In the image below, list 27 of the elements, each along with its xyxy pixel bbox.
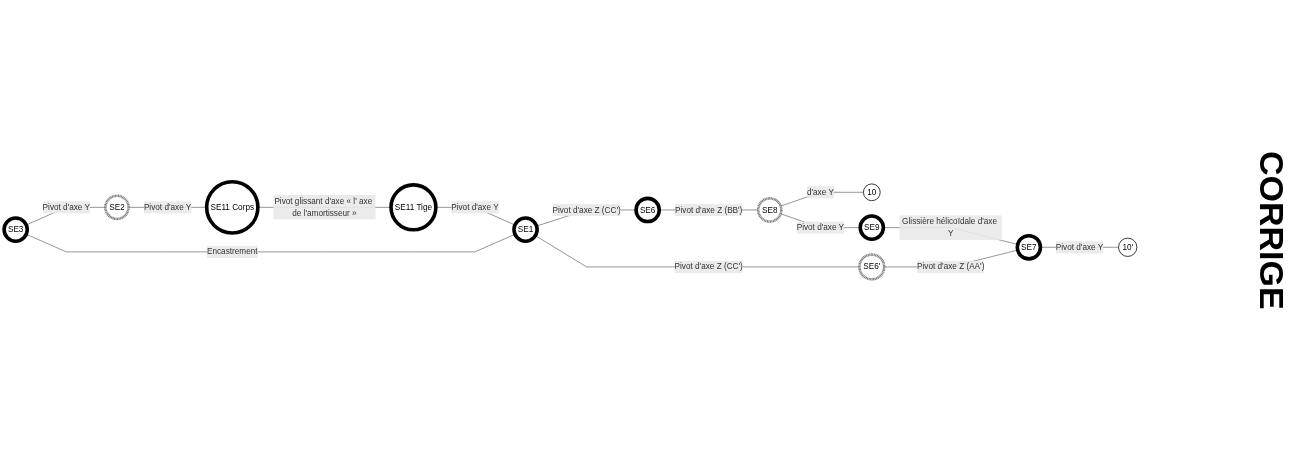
edge-label: Pivot d'axe Z (CC') [674,262,743,272]
edge-label: Pivot d'axe Y [1055,242,1104,252]
edge-label: Pivot d'axe Y [796,223,845,232]
node-circle: SE11 Tige [389,183,438,232]
edge-label: Pivot d'axe Z (AA') [917,262,985,272]
edge-label: d'axe Y [806,187,834,197]
stamp-text: CORRIGE [1253,151,1291,310]
node-circle: SE7 [1015,233,1043,261]
node-circle: SE6 [634,196,661,224]
edge-label: Pivot d'axe Z (BB') [675,205,743,215]
node-circle: SE3 [2,216,30,243]
node-circle: SE11 Corps [204,179,260,235]
edge-label: Pivot d'axe Z (CC') [552,205,621,215]
node-circle: SE8 [756,197,783,223]
node-circle: SE6' [858,253,886,281]
connector [26,234,516,253]
edge-label: Pivot d'axe Y [143,202,192,212]
edge-label: Pivot d'axe Y [42,202,91,212]
edge-label: Pivot glissant d'axe « l' axe de l'amortisseur » [274,196,373,218]
node-circle: SE9 [858,214,886,241]
node-circle: 10 [863,183,881,202]
edge-label: Pivot d'axe Y [451,202,499,212]
node-circle: SE2 [104,194,130,221]
edge-label: Glissière hélicoïdale d'axe Y [902,216,998,238]
node-circle: 10' [1118,237,1138,257]
edge-label: Encastrement [207,247,258,256]
node-circle: SE1 [512,216,539,243]
